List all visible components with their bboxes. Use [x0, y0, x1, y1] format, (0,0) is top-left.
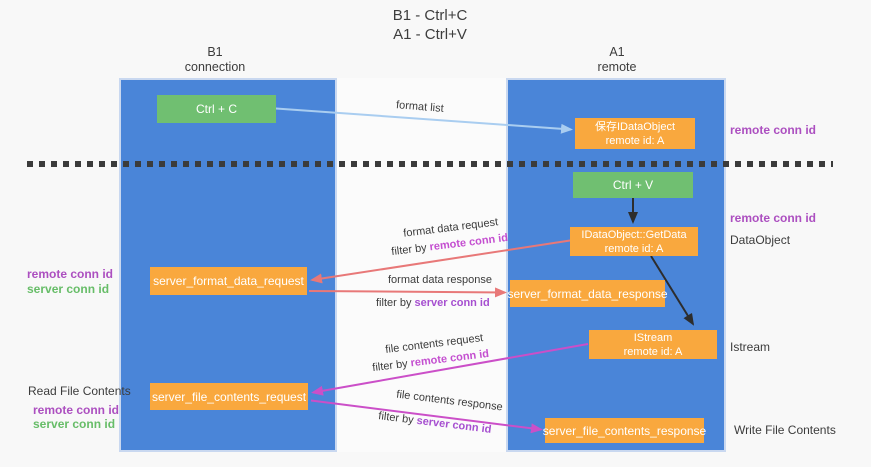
server-file-contents-response-node: server_file_contents_response — [542, 418, 707, 443]
getdata-line1: IDataObject::GetData — [581, 228, 687, 241]
right-remote-conn-id-label-top: remote conn id — [730, 123, 817, 137]
filter-by-server-label-1: filter by server conn id — [376, 297, 490, 309]
right-lane-header: A1 remote — [562, 45, 672, 75]
dashed-separator-line — [27, 161, 833, 167]
diagram-title: B1 - Ctrl+C A1 - Ctrl+V — [330, 6, 530, 44]
left-remote-conn-id-label-2: remote conn id — [33, 403, 120, 417]
istream-node: IStream remote id: A — [589, 330, 717, 359]
filter-by-text: filter by — [376, 297, 415, 309]
getdata-node: IDataObject::GetData remote id: A — [570, 227, 698, 256]
server-format-data-request-node: server_format_data_request — [150, 267, 307, 295]
server-file-contents-response-label: server_file_contents_response — [542, 423, 707, 438]
left-remote-conn-id-label: remote conn id — [27, 267, 114, 281]
save-dataobject-line1: 保存IDataObject — [594, 120, 676, 133]
save-dataobject-line2: remote id: A — [605, 134, 665, 147]
right-lane-name: A1 — [609, 45, 625, 59]
right-remote-conn-id-label-mid: remote conn id — [730, 211, 817, 225]
istream-line1: IStream — [633, 331, 673, 344]
ctrl-c-label: Ctrl + C — [195, 102, 237, 116]
server-file-contents-request-label: server_file_contents_request — [151, 389, 307, 404]
server-format-data-request-label: server_format_data_request — [153, 274, 304, 288]
save-dataobject-node: 保存IDataObject remote id: A — [575, 118, 695, 149]
left-server-conn-id-label-2: server conn id — [33, 417, 116, 431]
title-line-1: B1 - Ctrl+C — [392, 7, 468, 24]
server-format-data-response-label: server_format_data_response — [507, 286, 668, 301]
server-format-data-response-node: server_format_data_response — [507, 280, 668, 307]
istream-side-label: Istream — [730, 340, 771, 354]
read-file-contents-label: Read File Contents — [28, 384, 131, 398]
left-lane-name: B1 — [207, 45, 223, 59]
left-lane-role: connection — [184, 60, 246, 74]
title-line-2: A1 - Ctrl+V — [393, 26, 467, 43]
ctrl-v-label: Ctrl + V — [612, 178, 654, 192]
ctrl-v-node: Ctrl + V — [573, 172, 693, 198]
left-server-conn-id-label: server conn id — [27, 282, 110, 296]
ctrl-c-node: Ctrl + C — [157, 95, 276, 123]
dataobject-label: DataObject — [730, 233, 791, 247]
server-conn-id-text: server conn id — [414, 297, 490, 309]
getdata-line2: remote id: A — [604, 242, 664, 255]
right-lane-role: remote — [597, 60, 637, 74]
left-lane-header: B1 connection — [160, 45, 270, 75]
write-file-contents-label: Write File Contents — [734, 423, 836, 437]
format-data-response-label: format data response — [388, 274, 492, 286]
server-file-contents-request-node: server_file_contents_request — [150, 383, 308, 410]
istream-line2: remote id: A — [623, 345, 683, 358]
